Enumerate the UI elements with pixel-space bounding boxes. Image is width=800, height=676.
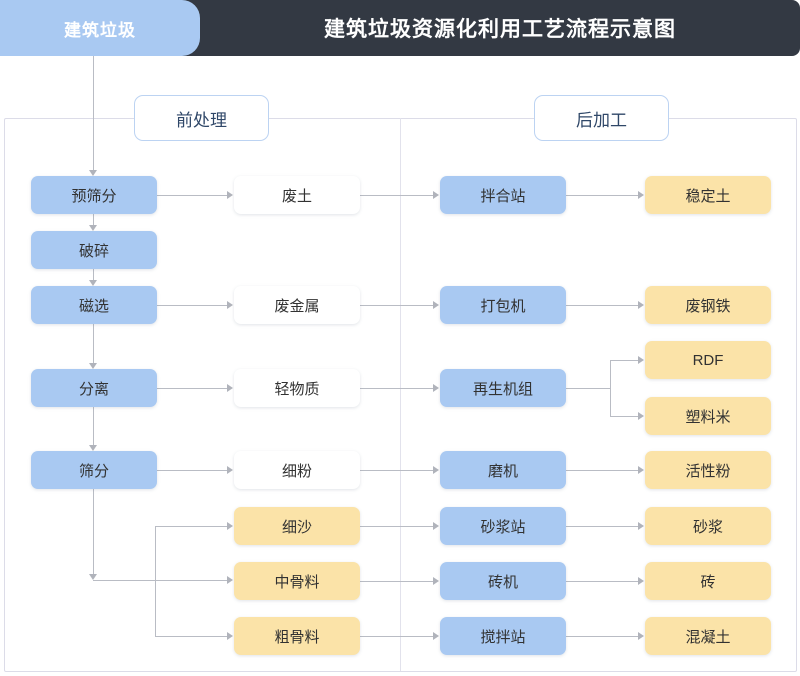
node-medium-aggregate[interactable]: 中骨料 (234, 562, 360, 600)
page-title: 建筑垃圾资源化利用工艺流程示意图 (324, 18, 676, 41)
connector-lightmatter-to-recycleunit (360, 388, 433, 389)
node-coarse-aggregate[interactable]: 粗骨料 (234, 617, 360, 655)
node-crush[interactable]: 破碎 (31, 231, 157, 269)
node-recycling-unit[interactable]: 再生机组 (440, 369, 566, 407)
connector-crush-to-magnetic (93, 269, 94, 280)
arrowhead-down-aggregates (89, 574, 97, 580)
connector-screen-to-aggregates (93, 489, 94, 578)
node-prescreen[interactable]: 预筛分 (31, 176, 157, 214)
connector-recycleunit-to-rdf (610, 360, 638, 361)
arrowhead-right-plasticpellet (638, 412, 644, 420)
connector-separate-to-screen (93, 407, 94, 445)
node-scrap-metal[interactable]: 废金属 (234, 286, 360, 324)
node-screening[interactable]: 筛分 (31, 451, 157, 489)
connector-mill-to-activepowder (565, 470, 638, 471)
arrowhead-down-separate (89, 363, 97, 369)
connector-finepowder-to-mill (360, 470, 433, 471)
connector-brickmachine-to-brick (565, 581, 638, 582)
connector-separate-to-lightmatter (157, 388, 227, 389)
node-scrap-steel[interactable]: 废钢铁 (645, 286, 771, 324)
connector-magnetic-to-scrapmetal (157, 305, 227, 306)
arrowhead-right-rdf (638, 356, 644, 364)
arrowhead-right-coarse (227, 632, 233, 640)
connector-mixingstation-to-stabilizedsoil (565, 195, 638, 196)
node-brick[interactable]: 砖 (645, 562, 771, 600)
arrowhead-right-concretestation (433, 632, 439, 640)
node-fine-sand[interactable]: 细沙 (234, 507, 360, 545)
connector-aggregate-riser (155, 526, 156, 637)
connector-prescreen-to-crush (93, 214, 94, 225)
connector-midaggregate-to-brickmachine (360, 581, 433, 582)
arrowhead-right-brick (638, 577, 644, 585)
arrowhead-right-mill (433, 466, 439, 474)
connector-recycleunit-riser (610, 360, 611, 416)
arrowhead-right-finesand (227, 522, 233, 530)
node-fine-powder[interactable]: 细粉 (234, 451, 360, 489)
arrowhead-right-mortar (638, 522, 644, 530)
arrowhead-down-prescreen (89, 170, 97, 176)
connector-recycleunit-to-plasticpellet (610, 416, 638, 417)
node-stabilized-soil[interactable]: 稳定土 (645, 176, 771, 214)
node-mortar-station[interactable]: 砂浆站 (440, 507, 566, 545)
arrowhead-right-finepowder (227, 466, 233, 474)
node-plastic-pellet[interactable]: 塑料米 (645, 397, 771, 435)
connector-wastesoil-to-mixingstation (360, 195, 433, 196)
connector-screen-to-finepowder (157, 470, 227, 471)
node-light-matter[interactable]: 轻物质 (234, 369, 360, 407)
arrowhead-right-scrapsteel (638, 301, 644, 309)
arrowhead-right-mortarstation (433, 522, 439, 530)
node-active-powder[interactable]: 活性粉 (645, 451, 771, 489)
connector-magnetic-to-separate (93, 324, 94, 363)
arrowhead-right-concrete (638, 632, 644, 640)
node-separation[interactable]: 分离 (31, 369, 157, 407)
connector-scrapmetal-to-baler (360, 305, 433, 306)
connector-source-to-prescreen (93, 56, 94, 170)
arrowhead-right-brickmachine (433, 577, 439, 585)
phase-label-postprocess: 后加工 (534, 95, 669, 141)
node-rdf[interactable]: RDF (645, 341, 771, 379)
arrowhead-right-activepowder (638, 466, 644, 474)
connector-coarseaggregate-to-concretestation (360, 636, 433, 637)
node-mortar[interactable]: 砂浆 (645, 507, 771, 545)
arrowhead-right-baler (433, 301, 439, 309)
connector-recycleunit-stem (565, 388, 610, 389)
arrowhead-right-wastesoil (227, 191, 233, 199)
connector-concretestation-to-concrete (565, 636, 638, 637)
node-waste-soil[interactable]: 废土 (234, 176, 360, 214)
arrowhead-right-stabilizedsoil (638, 191, 644, 199)
phase-label-pretreatment: 前处理 (134, 95, 269, 141)
node-mixing-station[interactable]: 拌合站 (440, 176, 566, 214)
section-divider (400, 118, 401, 671)
connector-aggregate-to-coarse (155, 636, 227, 637)
connector-prescreen-to-wastesoil (157, 195, 227, 196)
node-magnetic-separation[interactable]: 磁选 (31, 286, 157, 324)
arrowhead-down-screen (89, 445, 97, 451)
arrowhead-right-scrapmetal (227, 301, 233, 309)
connector-mortarstation-to-mortar (565, 526, 638, 527)
node-brick-machine[interactable]: 砖机 (440, 562, 566, 600)
connector-aggregate-to-finesand (155, 526, 227, 527)
node-baler[interactable]: 打包机 (440, 286, 566, 324)
node-mill[interactable]: 磨机 (440, 451, 566, 489)
source-tab-construction-waste[interactable]: 建筑垃圾 (0, 0, 200, 56)
arrowhead-right-lightmatter (227, 384, 233, 392)
arrowhead-down-magnetic (89, 280, 97, 286)
connector-baler-to-scrapsteel (565, 305, 638, 306)
arrowhead-right-recycleunit (433, 384, 439, 392)
node-concrete[interactable]: 混凝土 (645, 617, 771, 655)
arrowhead-right-midaggregate (227, 576, 233, 584)
arrowhead-right-mixingstation (433, 191, 439, 199)
connector-finesand-to-mortarstation (360, 526, 433, 527)
connector-aggregate-bus-horizontal (93, 580, 227, 581)
arrowhead-down-crush (89, 225, 97, 231)
node-concrete-station[interactable]: 搅拌站 (440, 617, 566, 655)
